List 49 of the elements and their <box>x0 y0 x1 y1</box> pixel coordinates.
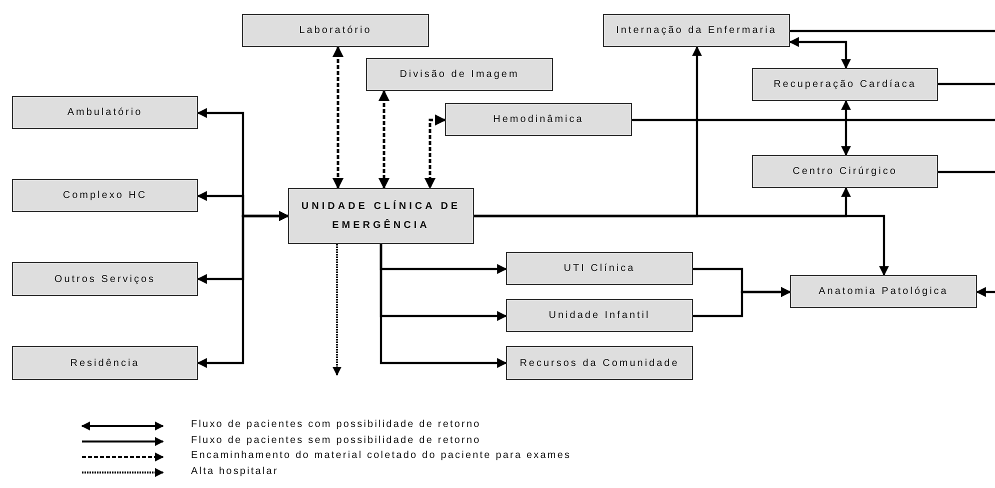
node-label: Unidade Infantil <box>548 309 650 323</box>
process-box <box>506 346 693 380</box>
legend-text: Alta hospitalar <box>191 466 278 476</box>
process-box <box>12 179 198 212</box>
legend-text: Fluxo de pacientes sem possibilidade de retorno <box>191 434 481 446</box>
arrow <box>789 37 851 69</box>
arrow <box>424 114 446 190</box>
arrow <box>841 100 851 156</box>
connector-line <box>938 170 995 174</box>
arrow <box>380 244 507 368</box>
arrow <box>332 244 342 376</box>
node-label: Divisão de Imagem <box>400 68 520 82</box>
process-box <box>12 346 198 380</box>
node-label: Hemodinâmica <box>493 113 584 127</box>
process-box <box>12 96 198 129</box>
node-label: Recuperação Cardíaca <box>774 78 916 92</box>
node-label: Residência <box>70 356 140 370</box>
node-label: UTI Clínica <box>564 262 636 276</box>
arrow <box>693 287 791 318</box>
process-box <box>506 252 693 285</box>
connector-line <box>632 118 995 122</box>
legend-text: Encaminhamento do material coletado do paciente para exames <box>191 450 572 461</box>
arrow <box>976 287 995 297</box>
node-label: Laboratório <box>299 24 372 38</box>
connector-line <box>790 30 995 32</box>
node-label: Anatomia Patológica <box>818 285 948 299</box>
process-box <box>790 275 977 308</box>
process-box <box>445 103 632 136</box>
arrow <box>197 211 289 368</box>
process-box <box>506 299 693 332</box>
arrow <box>474 214 889 276</box>
arrow <box>378 90 390 190</box>
connector-line <box>938 82 995 86</box>
node-label: Centro Cirúrgico <box>792 165 898 179</box>
node-label: UNIDADE CLÍNICA DE EMERGÊNCIA <box>300 199 462 233</box>
process-box <box>752 68 938 101</box>
node-label: Outros Serviços <box>54 272 156 286</box>
process-box <box>752 155 938 188</box>
arrow <box>332 46 344 190</box>
process-box <box>366 58 553 91</box>
node-label: Recursos da Comunidade <box>520 356 680 370</box>
node-label: Internação da Enfermaria <box>616 24 777 38</box>
main-unit-box <box>288 188 474 244</box>
process-box <box>242 14 429 47</box>
legend-text: Fluxo de pacientes com possibilidade de retorno <box>191 419 481 430</box>
node-label: Ambulatório <box>67 106 143 120</box>
process-box <box>603 14 790 47</box>
node-label: Complexo HC <box>62 189 148 203</box>
process-box <box>12 262 198 296</box>
